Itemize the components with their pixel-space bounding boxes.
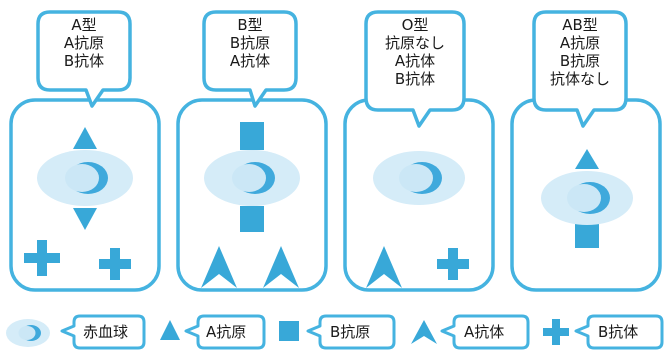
legend-box-b-antigen [306,314,396,350]
bubble-b-type [202,10,298,108]
a-antigen-icon [575,149,599,169]
property-line: 抗原なし [384,34,445,52]
card-a-type [9,98,161,292]
legend-b-antigen-icon [279,321,299,341]
ab-type-illustration [541,149,633,248]
property-line: A抗体 [394,52,436,70]
legend-box-b-antibody [574,314,664,350]
red-blood-cell-icon [37,150,133,206]
property-line: B抗体 [63,52,105,70]
legend-b-antibody-icon [543,319,569,345]
legend-label-a-antigen: A抗原 [206,323,247,341]
legend-label-b-antigen: B抗原 [330,323,371,341]
a-antibody-icon [201,246,237,288]
b-antigen-icon [240,206,264,232]
legend-label-red-blood-cell: 赤血球 [83,323,129,341]
bubble-o-type [364,10,466,128]
b-antigen-icon [575,222,599,248]
property-line: A抗原 [63,34,105,52]
a-antibody-icon [263,246,299,288]
blood-type-title: O型 [401,16,429,34]
blood-type-title: AB型 [562,16,598,34]
ab-type-label: AB型 A抗原 B抗原 抗体なし [534,16,626,88]
a-antigen-icon [73,208,97,230]
property-line: 抗体なし [549,70,610,88]
property-line: B抗原 [559,52,601,70]
property-line: B抗体 [394,70,436,88]
legend-box-a-antigen [184,314,266,350]
b-type-label: B型 B抗原 A抗体 [204,16,296,70]
legend-box-red-blood-cell [60,314,146,350]
bubble-a-type [36,10,132,108]
legend-a-antibody-icon [411,320,437,344]
legend [6,314,664,350]
a-type-label: A型 A抗原 B抗体 [38,16,130,70]
red-blood-cell-icon [373,151,465,205]
a-antigen-icon [73,127,97,149]
legend-red-blood-cell-icon [6,319,50,347]
legend-box-a-antibody [440,314,530,350]
b-type-illustration [201,122,300,288]
property-line: A抗体 [229,52,271,70]
property-line: B抗原 [229,34,271,52]
bubble-ab-type [532,10,628,128]
red-blood-cell-icon [204,150,300,206]
b-antibody-icon [437,248,469,280]
legend-a-antigen-icon [160,320,180,340]
property-line: A抗原 [559,34,601,52]
blood-type-title: A型 [71,16,97,34]
legend-label-a-antibody: A抗体 [464,323,505,341]
a-antibody-icon [366,246,402,288]
red-blood-cell-icon [541,171,633,225]
a-type-illustration [24,127,133,280]
blood-type-title: B型 [237,16,263,34]
o-type-illustration [366,151,469,288]
b-antibody-icon [24,240,60,276]
o-type-label: O型 抗原なし A抗体 B抗体 [366,16,464,88]
legend-label-b-antibody: B抗体 [598,323,639,341]
b-antigen-icon [240,122,264,150]
b-antibody-icon [99,248,131,280]
